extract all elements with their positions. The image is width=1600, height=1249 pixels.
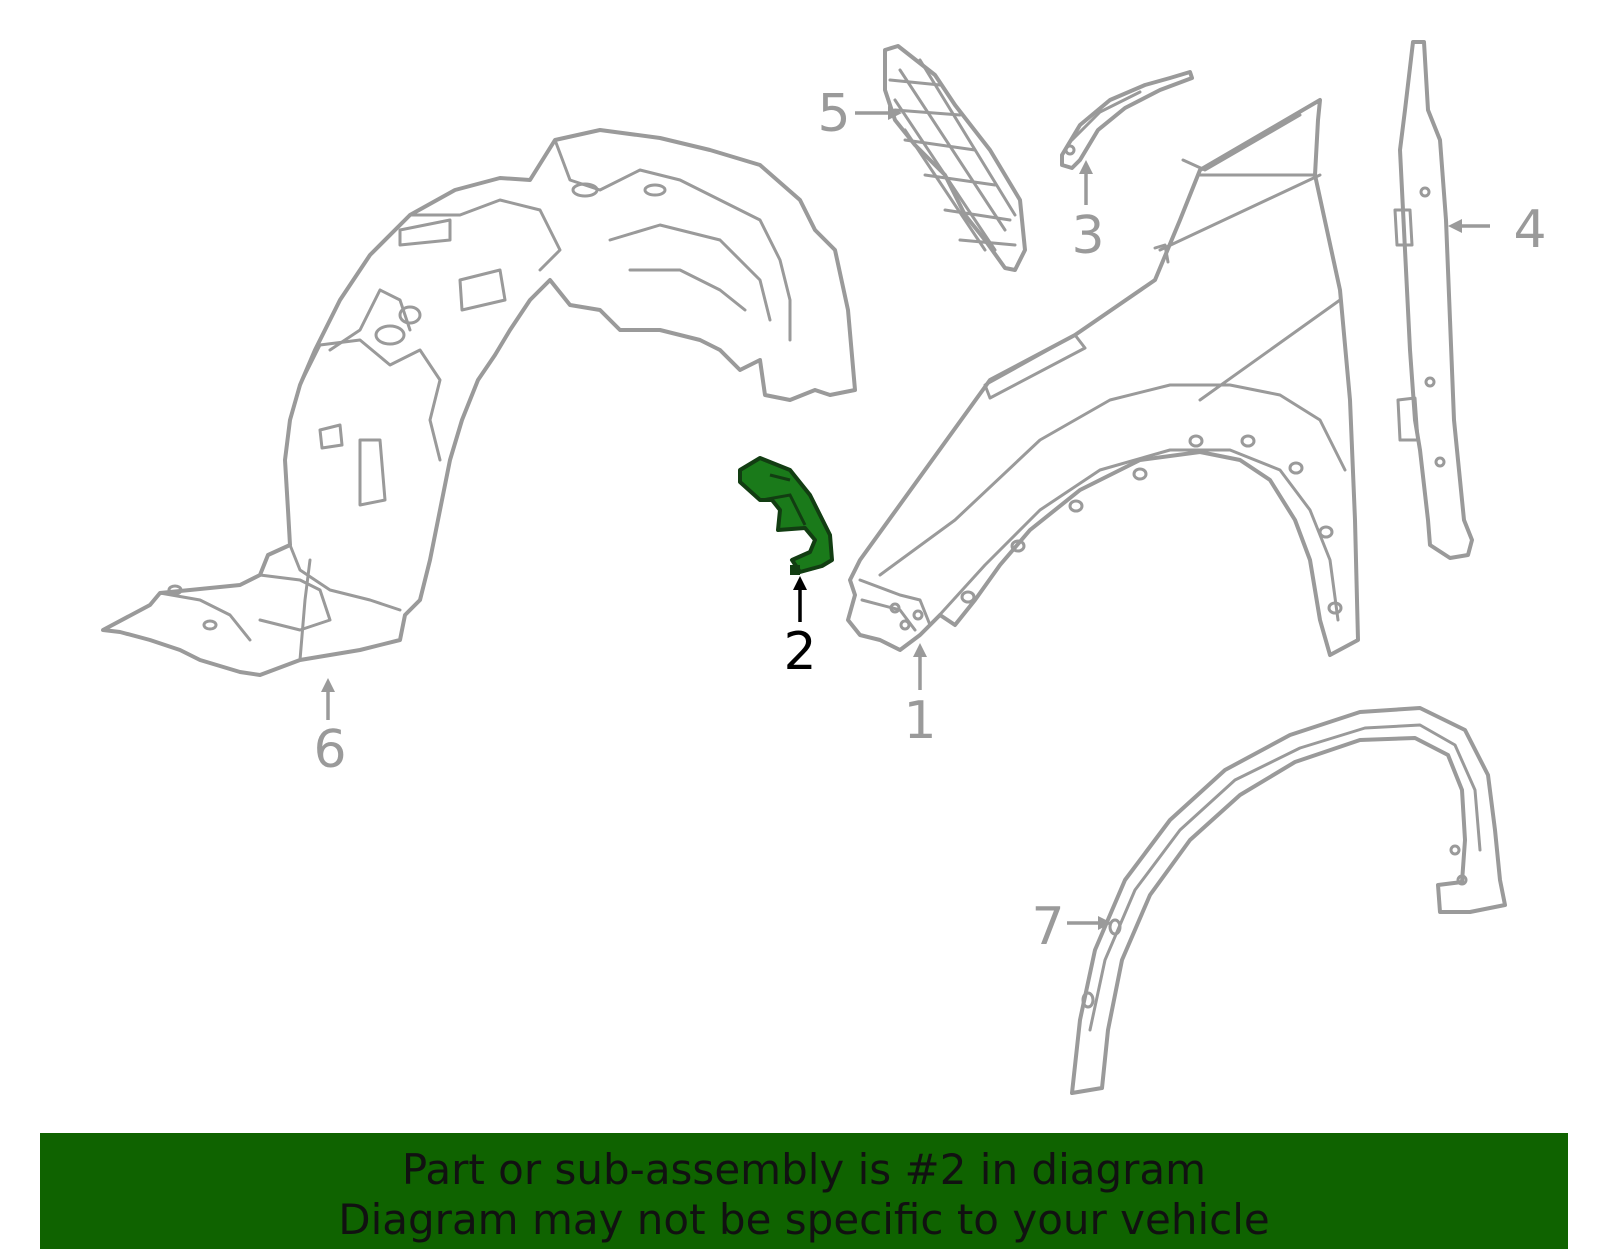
callout-6: 6 [313, 720, 346, 780]
part-7-wheel-arch-molding[interactable] [1070, 706, 1507, 1095]
callout-5: 5 [817, 84, 850, 144]
part-5-mesh-shield[interactable] [883, 44, 1027, 272]
callout-arrows [321, 106, 1490, 930]
callout-1: 1 [903, 691, 936, 751]
info-banner: Part or sub-assembly is #2 in diagram Di… [40, 1133, 1568, 1249]
part-3-upper-bracket[interactable] [1060, 70, 1194, 170]
callout-7: 7 [1031, 897, 1064, 957]
part-2-highlighted-bracket[interactable] [738, 456, 834, 575]
callout-3: 3 [1071, 206, 1104, 266]
callout-2: 2 [783, 622, 816, 682]
banner-line-2: Diagram may not be specific to your vehi… [338, 1195, 1270, 1244]
part-4-seal-strip[interactable] [1393, 40, 1474, 560]
banner-line-1: Part or sub-assembly is #2 in diagram [401, 1145, 1207, 1194]
part-1-front-fender[interactable] [846, 98, 1360, 657]
callout-4: 4 [1513, 200, 1546, 260]
part-6-fender-liner[interactable] [101, 128, 857, 677]
